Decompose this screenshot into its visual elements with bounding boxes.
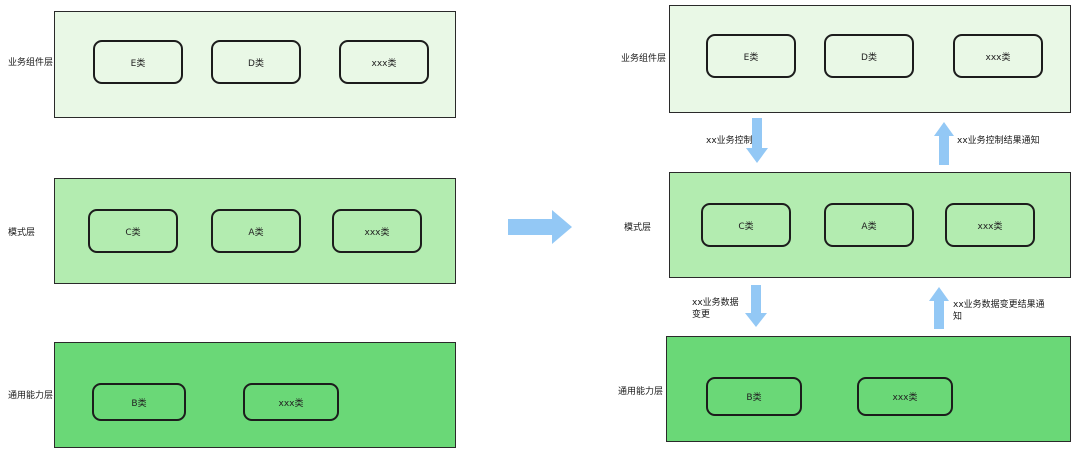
right-class-xxx-box: xxx类 [857, 377, 953, 416]
data-change-label: xx业务数据变更 [692, 298, 739, 320]
right-business-layer: E类 D类 xxx类 [669, 5, 1071, 113]
left-class-e-box: E类 [93, 40, 183, 84]
left-business-layer: E类 D类 xxx类 [54, 11, 456, 118]
right-class-a-box: A类 [824, 203, 914, 247]
right-business-layer-label: 业务组件层 [621, 54, 667, 64]
data-change-result-label: xx业务数据变更结果通知 [953, 300, 1045, 322]
right-class-b-box: B类 [706, 377, 802, 416]
right-mode-layer: C类 A类 xxx类 [669, 172, 1071, 278]
left-common-layer: B类 xxx类 [54, 342, 456, 448]
right-arrow-icon [508, 210, 572, 244]
up-arrow-icon [934, 122, 954, 165]
left-class-d-box: D类 [211, 40, 301, 84]
left-business-layer-label: 业务组件层 [8, 58, 54, 68]
right-common-layer-label: 通用能力层 [618, 387, 664, 397]
right-class-e-box: E类 [706, 34, 796, 78]
left-mode-layer-label: 模式层 [8, 228, 36, 238]
right-class-c-box: C类 [701, 203, 791, 247]
left-class-a-box: A类 [211, 209, 301, 253]
left-class-xxx-box: xxx类 [332, 209, 422, 253]
down-arrow-icon [745, 285, 767, 327]
left-class-b-box: B类 [92, 383, 186, 421]
right-class-xxx-box: xxx类 [945, 203, 1035, 247]
left-common-layer-label: 通用能力层 [8, 391, 54, 401]
business-control-label: xx业务控制 [706, 136, 753, 146]
left-mode-layer: C类 A类 xxx类 [54, 178, 456, 284]
right-common-layer: B类 xxx类 [666, 336, 1071, 442]
left-class-c-box: C类 [88, 209, 178, 253]
right-class-d-box: D类 [824, 34, 914, 78]
left-class-xxx-box: xxx类 [243, 383, 339, 421]
business-control-result-label: xx业务控制结果通知 [957, 136, 1040, 146]
down-arrow-icon [746, 118, 768, 163]
right-class-xxx-box: xxx类 [953, 34, 1043, 78]
up-arrow-icon [929, 287, 949, 329]
right-mode-layer-label: 模式层 [624, 223, 652, 233]
left-class-xxx-box: xxx类 [339, 40, 429, 84]
